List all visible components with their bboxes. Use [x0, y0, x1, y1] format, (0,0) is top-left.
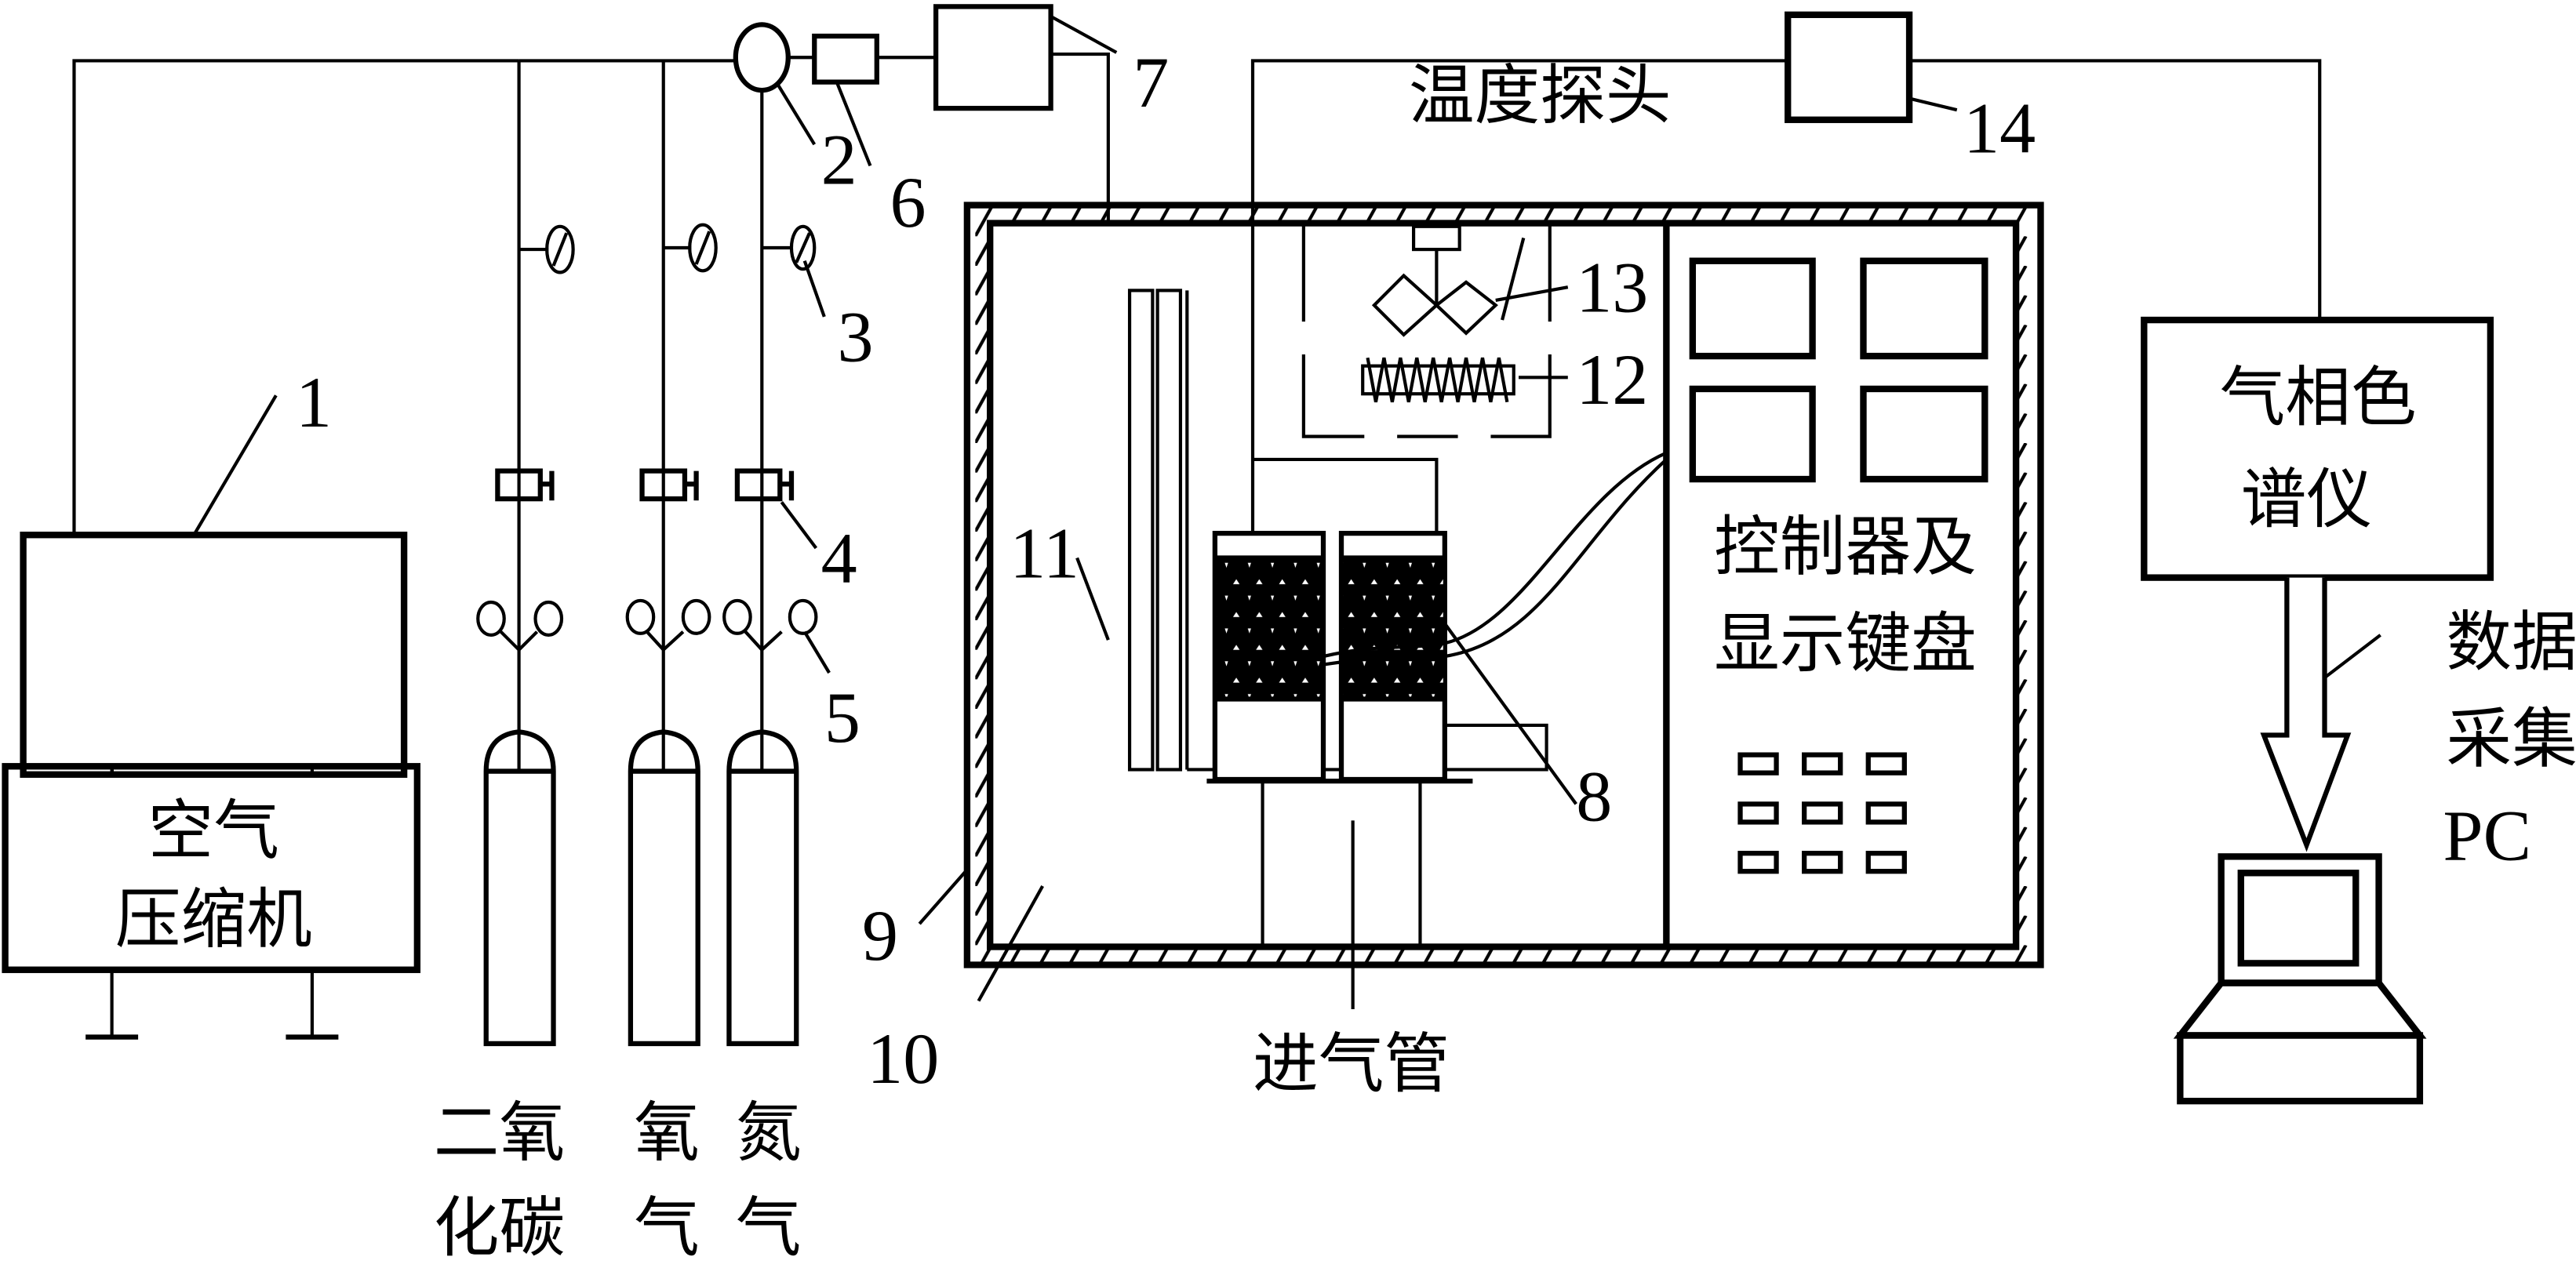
- oxygen-label-2: 气: [634, 1190, 700, 1266]
- controller-label-1: 控制器及: [1714, 508, 1977, 585]
- label-11: 11: [1010, 514, 1079, 594]
- pc-icon: [2173, 853, 2427, 1105]
- label-13: 13: [1576, 248, 1648, 328]
- compressor-control-box: [20, 532, 408, 778]
- air-compressor-label-2: 压缩机: [115, 881, 312, 957]
- nitrogen-label-2: 气: [736, 1190, 802, 1266]
- label-4: 4: [821, 518, 857, 598]
- gas-sampler-icon: [1785, 11, 1913, 123]
- label-14: 14: [1963, 89, 2036, 169]
- gc-label-2: 谱仪: [2241, 460, 2372, 537]
- nitrogen-label-1: 氮: [736, 1094, 802, 1171]
- data-label-1: 数据: [2446, 604, 2576, 681]
- data-arrow-icon: [2260, 577, 2352, 852]
- label-6: 6: [890, 162, 926, 242]
- data-label-3: PC: [2443, 796, 2531, 876]
- label-10: 10: [867, 1019, 939, 1099]
- label-8: 8: [1576, 756, 1612, 836]
- inlet-pipe-label: 进气管: [1253, 1025, 1450, 1102]
- data-label-2: 采集: [2446, 700, 2576, 777]
- air-compressor-box: [2, 763, 421, 973]
- sample-tanks: [1206, 451, 1668, 1009]
- flow-meter-icon: [812, 33, 879, 85]
- temperature-probe-label: 温度探头: [1409, 57, 1672, 134]
- humidifier-icon: [933, 4, 1053, 111]
- label-2: 2: [821, 119, 857, 199]
- label-3: 3: [838, 296, 874, 376]
- mixing-chamber-icon: [733, 22, 791, 93]
- leader-lines: [192, 15, 1958, 1002]
- label-12: 12: [1576, 340, 1648, 420]
- gas-supply-lines: [72, 59, 764, 772]
- co2-label-2: 化碳: [434, 1190, 565, 1266]
- co2-label-1: 二氧: [434, 1094, 565, 1171]
- gc-label-1: 气相色: [2220, 359, 2417, 436]
- label-9: 9: [862, 895, 898, 975]
- co2-cylinder-icon: [483, 729, 556, 1047]
- air-compressor-label-1: 空气: [148, 792, 279, 869]
- oxygen-label-1: 氧: [634, 1094, 700, 1171]
- valve-icons: [495, 468, 795, 502]
- fan-heater-region: [1301, 223, 1552, 438]
- nitrogen-cylinder-icon: [726, 729, 799, 1047]
- pressure-gauge-icons: [518, 223, 817, 274]
- oxygen-cylinder-icon: [628, 729, 700, 1047]
- label-5: 5: [824, 677, 860, 757]
- label-7: 7: [1133, 42, 1169, 122]
- gas-cylinders: [476, 598, 818, 1047]
- controller-panel: 控制器及 显示键盘: [1689, 257, 1988, 874]
- label-1: 1: [296, 362, 332, 442]
- controller-label-2: 显示键盘: [1714, 605, 1977, 682]
